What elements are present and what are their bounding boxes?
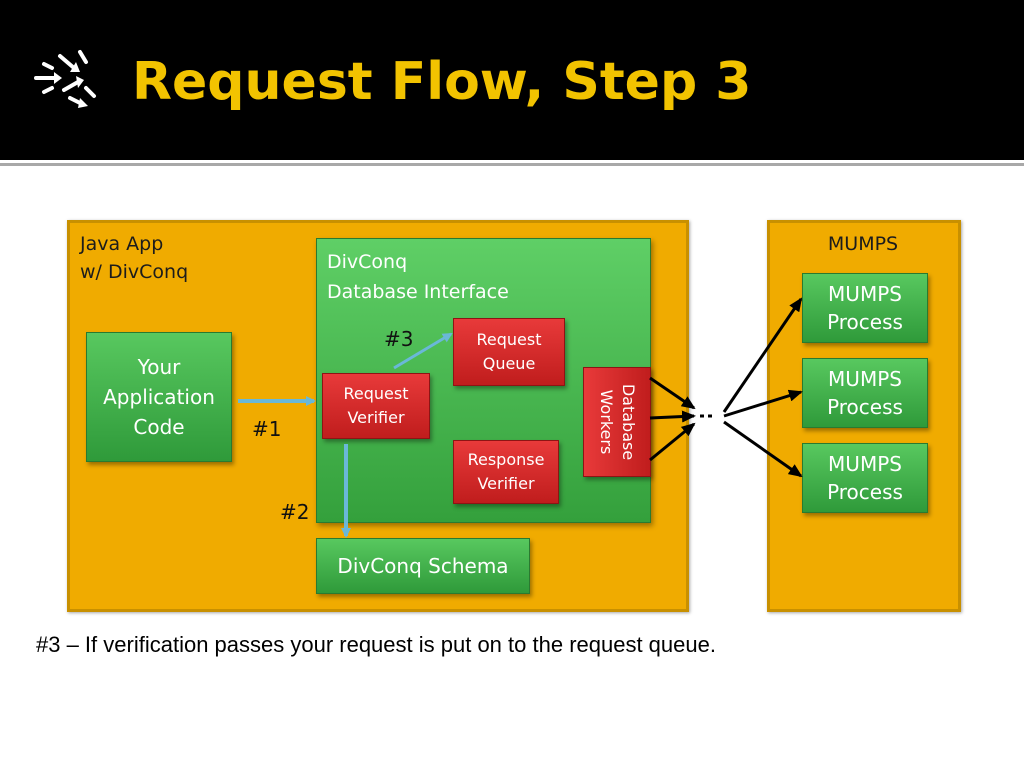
page-title: Request Flow, Step 3	[132, 52, 752, 112]
mumps-process-box-2: MUMPS Process	[802, 358, 928, 428]
mumps-process-3-line1: MUMPS	[828, 452, 902, 476]
title-bar: Request Flow, Step 3	[0, 0, 1024, 160]
request-verifier-line2: Verifier	[347, 408, 405, 427]
mumps-process-box-3: MUMPS Process	[802, 443, 928, 513]
divconq-interface-line2: Database Interface	[327, 281, 509, 303]
header-divider	[0, 163, 1024, 166]
your-app-line3: Code	[133, 415, 185, 439]
request-verifier-line1: Request	[343, 384, 409, 403]
response-verifier-line1: Response	[467, 450, 545, 469]
database-workers-box: Database Workers	[583, 367, 651, 477]
request-queue-box: Request Queue	[453, 318, 565, 386]
java-app-label: Java App w/ DivConq	[80, 230, 188, 286]
arrow-to-mumps-1	[722, 297, 803, 413]
java-app-label-line1: Java App	[80, 233, 164, 255]
java-app-label-line2: w/ DivConq	[80, 261, 189, 283]
step-caption: #3 – If verification passes your request…	[36, 632, 716, 657]
request-queue-line1: Request	[476, 330, 542, 349]
arrow-to-mumps-3	[723, 420, 803, 478]
scattered-arrows-icon	[34, 50, 96, 108]
your-app-line2: Application	[103, 385, 215, 409]
response-verifier-line2: Verifier	[477, 474, 535, 493]
mumps-process-2-line2: Process	[827, 395, 903, 419]
divconq-schema-label: DivConq Schema	[337, 554, 509, 578]
step-3-label: #3	[384, 327, 414, 351]
request-verifier-box: Request Verifier	[322, 373, 430, 439]
arrow-workers-bottom	[649, 422, 696, 462]
your-application-code-box: Your Application Code	[86, 332, 232, 462]
your-app-line1: Your	[137, 355, 181, 379]
divconq-schema-box: DivConq Schema	[316, 538, 530, 594]
response-verifier-box: Response Verifier	[453, 440, 559, 504]
arrow-step-3	[393, 332, 453, 370]
mumps-panel-label: MUMPS	[827, 233, 899, 255]
mumps-process-3-line2: Process	[827, 480, 903, 504]
arrow-to-mumps-2	[723, 389, 803, 418]
step-2-label: #2	[280, 500, 310, 524]
mumps-process-1-line1: MUMPS	[828, 282, 902, 306]
arrow-workers-top	[649, 376, 696, 410]
mumps-process-box-1: MUMPS Process	[802, 273, 928, 343]
divconq-interface-label: DivConq Database Interface	[327, 247, 509, 307]
mumps-process-2-line1: MUMPS	[828, 367, 902, 391]
mumps-process-1-line2: Process	[827, 310, 903, 334]
request-queue-line2: Queue	[482, 354, 536, 373]
divconq-interface-line1: DivConq	[327, 251, 408, 273]
arrow-workers-mid	[649, 410, 696, 423]
step-1-label: #1	[252, 417, 282, 441]
